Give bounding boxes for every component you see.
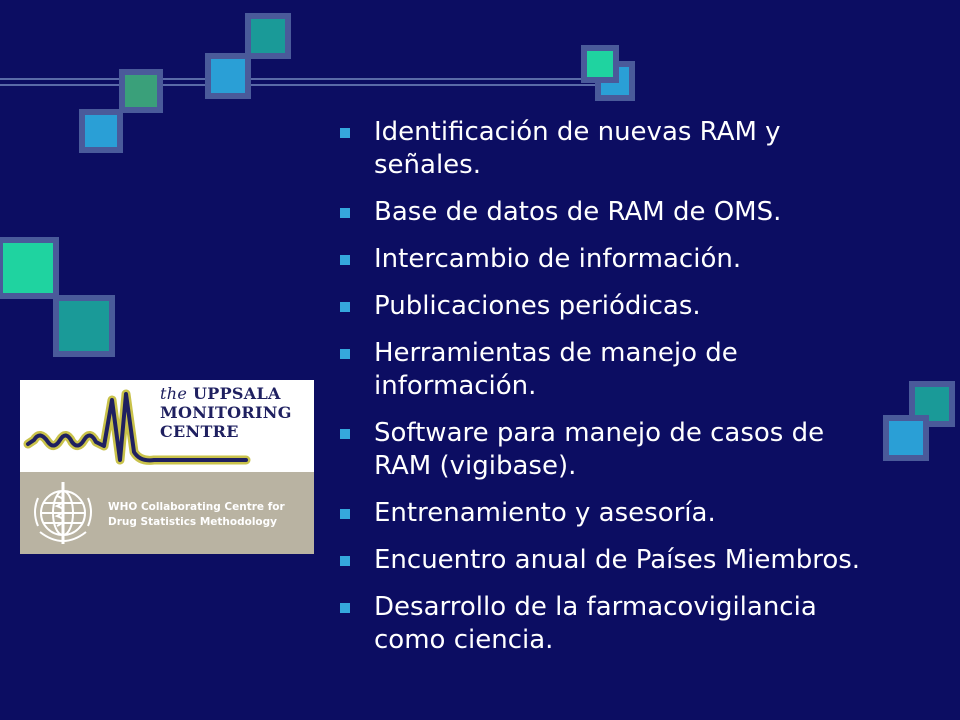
list-item: Desarrollo de la farmacovigilancia como … xyxy=(340,591,880,657)
square-cluster-left xyxy=(0,237,115,357)
bullet-square-icon xyxy=(340,429,350,439)
bullet-square-icon xyxy=(340,603,350,613)
who-line-1: WHO Collaborating Centre for xyxy=(108,501,285,513)
waveform-icon xyxy=(23,389,251,465)
logo-uppsala: UPPSALA xyxy=(192,384,281,403)
bullet-text: Intercambio de información. xyxy=(374,244,742,274)
list-item: Identificación de nuevas RAM y señales. xyxy=(340,116,880,182)
who-logo-panel: WHO Collaborating Centre for Drug Statis… xyxy=(20,472,314,554)
who-emblem-icon xyxy=(34,482,92,544)
square-cluster-right xyxy=(883,381,955,461)
uppsala-logo-panel: the UPPSALA MONITORING CENTRE xyxy=(20,380,314,472)
who-line-2: Drug Statistics Methodology xyxy=(108,516,278,528)
logo-centre: CENTRE xyxy=(160,422,239,441)
list-item: Software para manejo de casos de RAM (vi… xyxy=(340,417,880,483)
bullet-text: Entrenamiento y asesoría. xyxy=(374,498,716,528)
logo-the: the xyxy=(160,384,188,403)
uppsala-logo-text: the UPPSALA MONITORING CENTRE xyxy=(160,384,292,441)
bullet-square-icon xyxy=(340,349,350,359)
bullet-square-icon xyxy=(340,556,350,566)
bullet-square-icon xyxy=(340,208,350,218)
bullet-text: Publicaciones periódicas. xyxy=(374,291,701,321)
bullet-text: Identificación de nuevas RAM y señales. xyxy=(374,117,781,180)
list-item: Intercambio de información. xyxy=(340,243,880,276)
list-item: Herramientas de manejo de información. xyxy=(340,337,880,403)
decorative-lines xyxy=(0,78,612,86)
list-item: Encuentro anual de Países Miembros. xyxy=(340,544,880,577)
bullet-text: Base de datos de RAM de OMS. xyxy=(374,197,782,227)
bullet-square-icon xyxy=(340,128,350,138)
bullet-list: Identificación de nuevas RAM y señales. … xyxy=(340,116,880,671)
bullet-text: Encuentro anual de Países Miembros. xyxy=(374,545,861,575)
bullet-text: Desarrollo de la farmacovigilancia como … xyxy=(374,592,817,655)
list-item: Base de datos de RAM de OMS. xyxy=(340,196,880,229)
list-item: Publicaciones periódicas. xyxy=(340,290,880,323)
bullet-text: Software para manejo de casos de RAM (vi… xyxy=(374,418,825,481)
logo-monitoring: MONITORING xyxy=(160,403,292,422)
who-caption: WHO Collaborating Centre for Drug Statis… xyxy=(108,500,285,530)
list-item: Entrenamiento y asesoría. xyxy=(340,497,880,530)
bullet-square-icon xyxy=(340,302,350,312)
bullet-text: Herramientas de manejo de información. xyxy=(374,338,738,401)
bullet-square-icon xyxy=(340,255,350,265)
square-cluster-top xyxy=(79,13,635,153)
uppsala-who-logo: the UPPSALA MONITORING CENTRE WHO Collab… xyxy=(20,380,314,554)
bullet-square-icon xyxy=(340,509,350,519)
